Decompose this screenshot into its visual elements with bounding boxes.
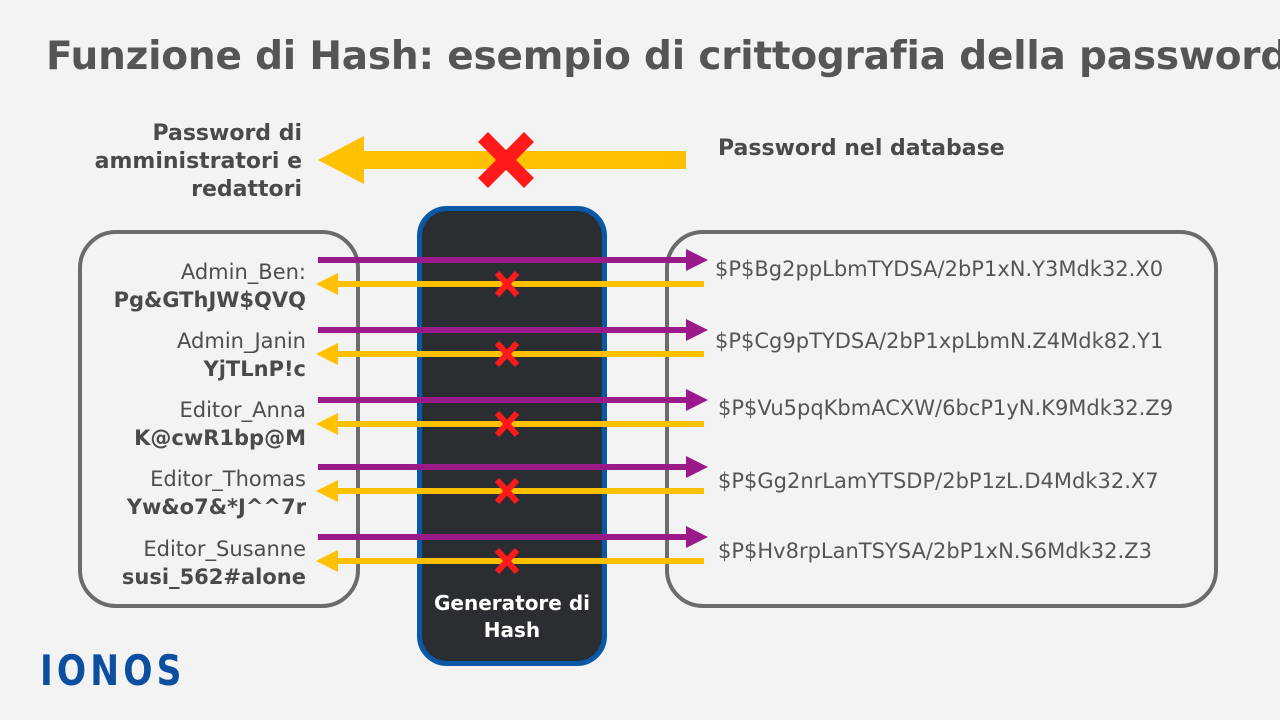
- blocked-x-icon: [494, 270, 520, 298]
- hashed-passwords-box: [665, 230, 1218, 608]
- hashed-password: $P$Vu5pqKbmACXW/6bcP1yN.K9Mdk32.Z9: [718, 396, 1174, 420]
- user-name: Editor_Anna: [179, 398, 306, 422]
- user-entry: Editor_Thomas Yw&o7&*J^^7r: [66, 465, 306, 521]
- hash-generator-label: Generatore di Hash: [433, 591, 590, 642]
- forward-arrow-head: [686, 249, 708, 271]
- forward-arrow-head: [686, 456, 708, 478]
- forward-arrow-shaft: [318, 464, 688, 470]
- hashed-password: $P$Bg2ppLbmTYDSA/2bP1xN.Y3Mdk32.X0: [715, 257, 1164, 281]
- hashed-password: $P$Gg2nrLamYTSDP/2bP1zL.D4Mdk32.X7: [718, 469, 1159, 493]
- blocked-x-icon-top: [478, 132, 534, 188]
- user-password: K@cwR1bp@M: [134, 426, 306, 450]
- row-arrow-pair: [316, 319, 708, 368]
- blocked-x-icon: [494, 340, 520, 368]
- reverse-arrow-shaft: [336, 488, 704, 494]
- blocked-x-icon: [494, 477, 520, 505]
- database-passwords-label: Password nel database: [718, 136, 1005, 161]
- page-title: Funzione di Hash: esempio di crittografi…: [46, 34, 1280, 79]
- row-arrow-pair: [316, 456, 708, 505]
- forward-arrow-head: [686, 389, 708, 411]
- reverse-arrow-head: [316, 480, 338, 502]
- user-entry: Admin_Janin YjTLnP!c: [66, 327, 306, 383]
- forward-arrow-head: [686, 319, 708, 341]
- hashed-password: $P$Cg9pTYDSA/2bP1xpLbmN.Z4Mdk82.Y1: [715, 329, 1164, 353]
- user-entry: Editor_Susanne susi_562#alone: [66, 535, 306, 591]
- reverse-arrow-head: [316, 273, 338, 295]
- source-passwords-label: Password di amministratori e redattori: [94, 121, 302, 202]
- user-password: susi_562#alone: [121, 565, 306, 589]
- forward-arrow-shaft: [318, 327, 688, 333]
- forward-arrow-shaft: [318, 397, 688, 403]
- reverse-arrow-shaft: [336, 558, 704, 564]
- reverse-arrow-top: [318, 136, 686, 184]
- blocked-x-icon: [494, 547, 520, 575]
- user-password: Yw&o7&*J^^7r: [126, 495, 306, 519]
- forward-arrow-shaft: [318, 257, 688, 263]
- forward-arrow-head: [686, 526, 708, 548]
- hashed-password: $P$Hv8rpLanTSYSA/2bP1xN.S6Mdk32.Z3: [718, 539, 1152, 563]
- user-password: Pg&GThJW$QVQ: [113, 288, 306, 312]
- user-entry: Admin_Ben: Pg&GThJW$QVQ: [66, 258, 306, 314]
- row-arrow-pair: [316, 249, 708, 298]
- row-arrow-pair: [316, 526, 708, 575]
- user-name: Editor_Susanne: [143, 537, 306, 561]
- row-arrow-pair: [316, 389, 708, 438]
- reverse-arrow-shaft: [336, 351, 704, 357]
- user-entry: Editor_Anna K@cwR1bp@M: [66, 396, 306, 452]
- forward-arrow-shaft: [318, 534, 688, 540]
- reverse-arrow-shaft: [336, 421, 704, 427]
- user-name: Editor_Thomas: [150, 467, 306, 491]
- reverse-arrow-head: [316, 413, 338, 435]
- reverse-arrow-head: [316, 550, 338, 572]
- user-name: Admin_Ben:: [180, 260, 306, 284]
- user-password: YjTLnP!c: [203, 357, 306, 381]
- ionos-logo: IONOS: [40, 646, 186, 695]
- blocked-x-icon: [494, 410, 520, 438]
- reverse-arrow-head: [316, 343, 338, 365]
- plain-passwords-box: [78, 230, 360, 608]
- user-name: Admin_Janin: [177, 329, 306, 353]
- reverse-arrow-shaft: [336, 281, 704, 287]
